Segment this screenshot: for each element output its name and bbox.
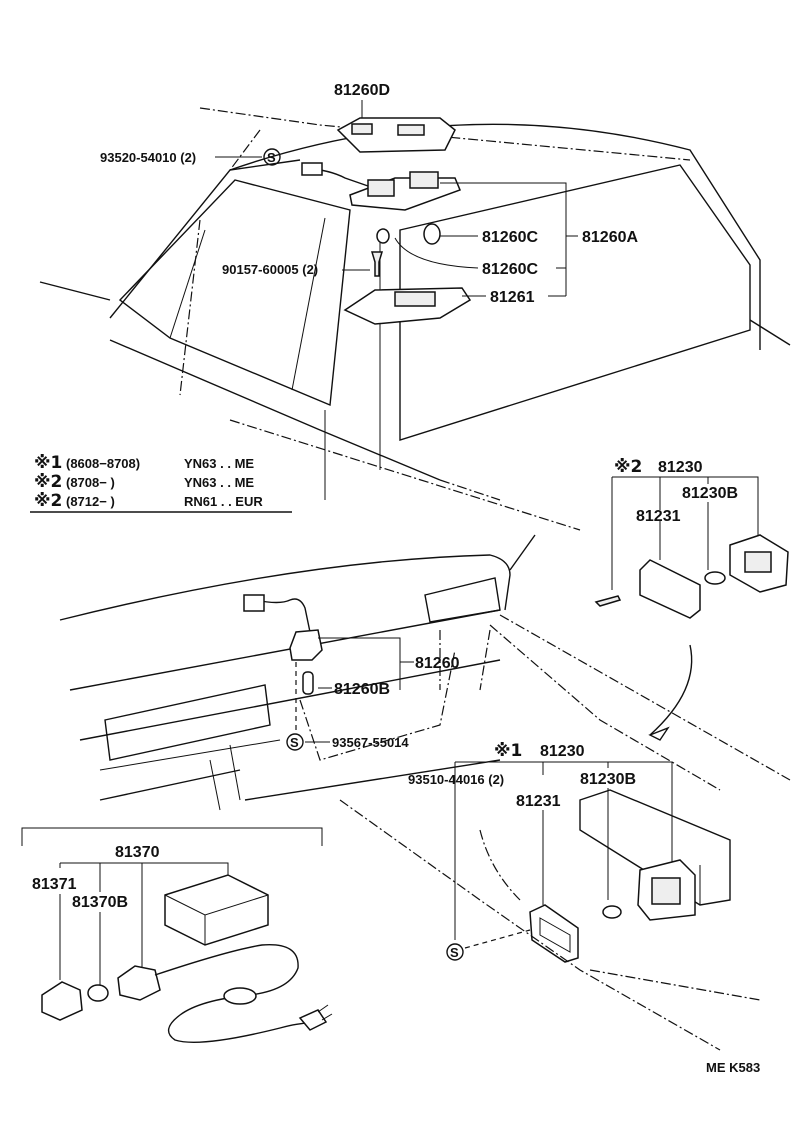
lower-bulb-81230B (602, 905, 622, 919)
label-90157-60005: 90157-60005 (2) (222, 262, 318, 277)
trunk-lamp-81260 (289, 629, 323, 661)
legend-table: ※1 (8608−8708) YN63 . . ME ※2 (8708− ) Y… (30, 453, 292, 513)
trunk-lamp-connector (243, 594, 265, 612)
roof-cab-illustration (39, 107, 791, 531)
inspection-case (164, 874, 269, 946)
label-81230B-lower: 81230B (580, 771, 636, 788)
label-81260: 81260 (415, 655, 460, 672)
label-81260B: 81260B (334, 681, 390, 698)
screw-symbol-roof (263, 148, 281, 166)
label-81260D: 81260D (334, 82, 390, 99)
roof-lamp-assembly (215, 100, 578, 325)
label-screw-symbol-trunk: S (290, 735, 299, 750)
trunk-bulb-81260B (302, 671, 314, 695)
inspection-switch (223, 987, 257, 1005)
label-93510-44016: 93510-44016 (2) (408, 772, 504, 787)
label-81230-lower: 81230 (540, 743, 585, 760)
upper-bulb-81230B (704, 571, 726, 585)
label-81260C-a: 81260C (482, 229, 538, 246)
label-81371: 81371 (32, 876, 77, 893)
label-81260A: 81260A (582, 229, 638, 246)
inspection-bulb-81370B (87, 984, 109, 1002)
license-lamp-lower (339, 761, 761, 1051)
diagram-code: ME K583 (706, 1060, 760, 1075)
lamp-housing-81260D (336, 117, 456, 153)
label-81370: 81370 (115, 844, 160, 861)
legend-model-2: YN63 . . ME (184, 475, 254, 490)
screw-symbol-lower (446, 943, 464, 961)
label-mark-upper: ※2 (614, 457, 642, 477)
upper-screw (594, 595, 622, 607)
label-81231-upper: 81231 (636, 508, 681, 525)
trunk-lid-illustration (59, 534, 791, 811)
license-lamp-upper (594, 476, 789, 741)
upper-lens-81231 (639, 559, 701, 619)
inspection-socket-81371 (41, 981, 83, 1021)
part-labels: 81260D 93520-54010 (2) S 81260C 81260A 9… (32, 82, 760, 1075)
legend-range-3: (8712− ) (66, 494, 115, 509)
label-93520-54010: 93520-54010 (2) (100, 150, 196, 165)
inspection-plug (298, 1009, 328, 1031)
label-mark-lower: ※1 (494, 741, 522, 761)
label-93567-55014: 93567-55014 (332, 735, 409, 750)
lower-lens-81231 (529, 904, 579, 963)
label-81230-upper: 81230 (658, 459, 703, 476)
inspection-lamp-holder (117, 965, 161, 1001)
bulb-81260C-b (376, 228, 390, 244)
trunk-lamp-assembly (243, 594, 414, 751)
legend-model-3: RN61 . . EUR (184, 494, 263, 509)
label-screw-symbol-roof: S (267, 150, 276, 165)
label-81260C-b: 81260C (482, 261, 538, 278)
legend-range-1: (8608−8708) (66, 456, 140, 471)
bulb-81260C-a (423, 223, 441, 245)
legend-range-2: (8708− ) (66, 475, 115, 490)
label-81231-lower: 81231 (516, 793, 561, 810)
legend-mark-1: ※1 (34, 453, 62, 473)
legend-mark-2: ※2 (34, 472, 62, 492)
legend-model-1: YN63 . . ME (184, 456, 254, 471)
screw-symbol-trunk (286, 733, 304, 751)
label-81261: 81261 (490, 289, 535, 306)
inspection-lamp-assembly (21, 827, 333, 1043)
label-81230B-upper: 81230B (682, 485, 738, 502)
legend-mark-3: ※2 (34, 491, 62, 511)
screw-90157 (370, 251, 384, 277)
label-screw-symbol-lower: S (450, 945, 459, 960)
label-81370B: 81370B (72, 894, 128, 911)
